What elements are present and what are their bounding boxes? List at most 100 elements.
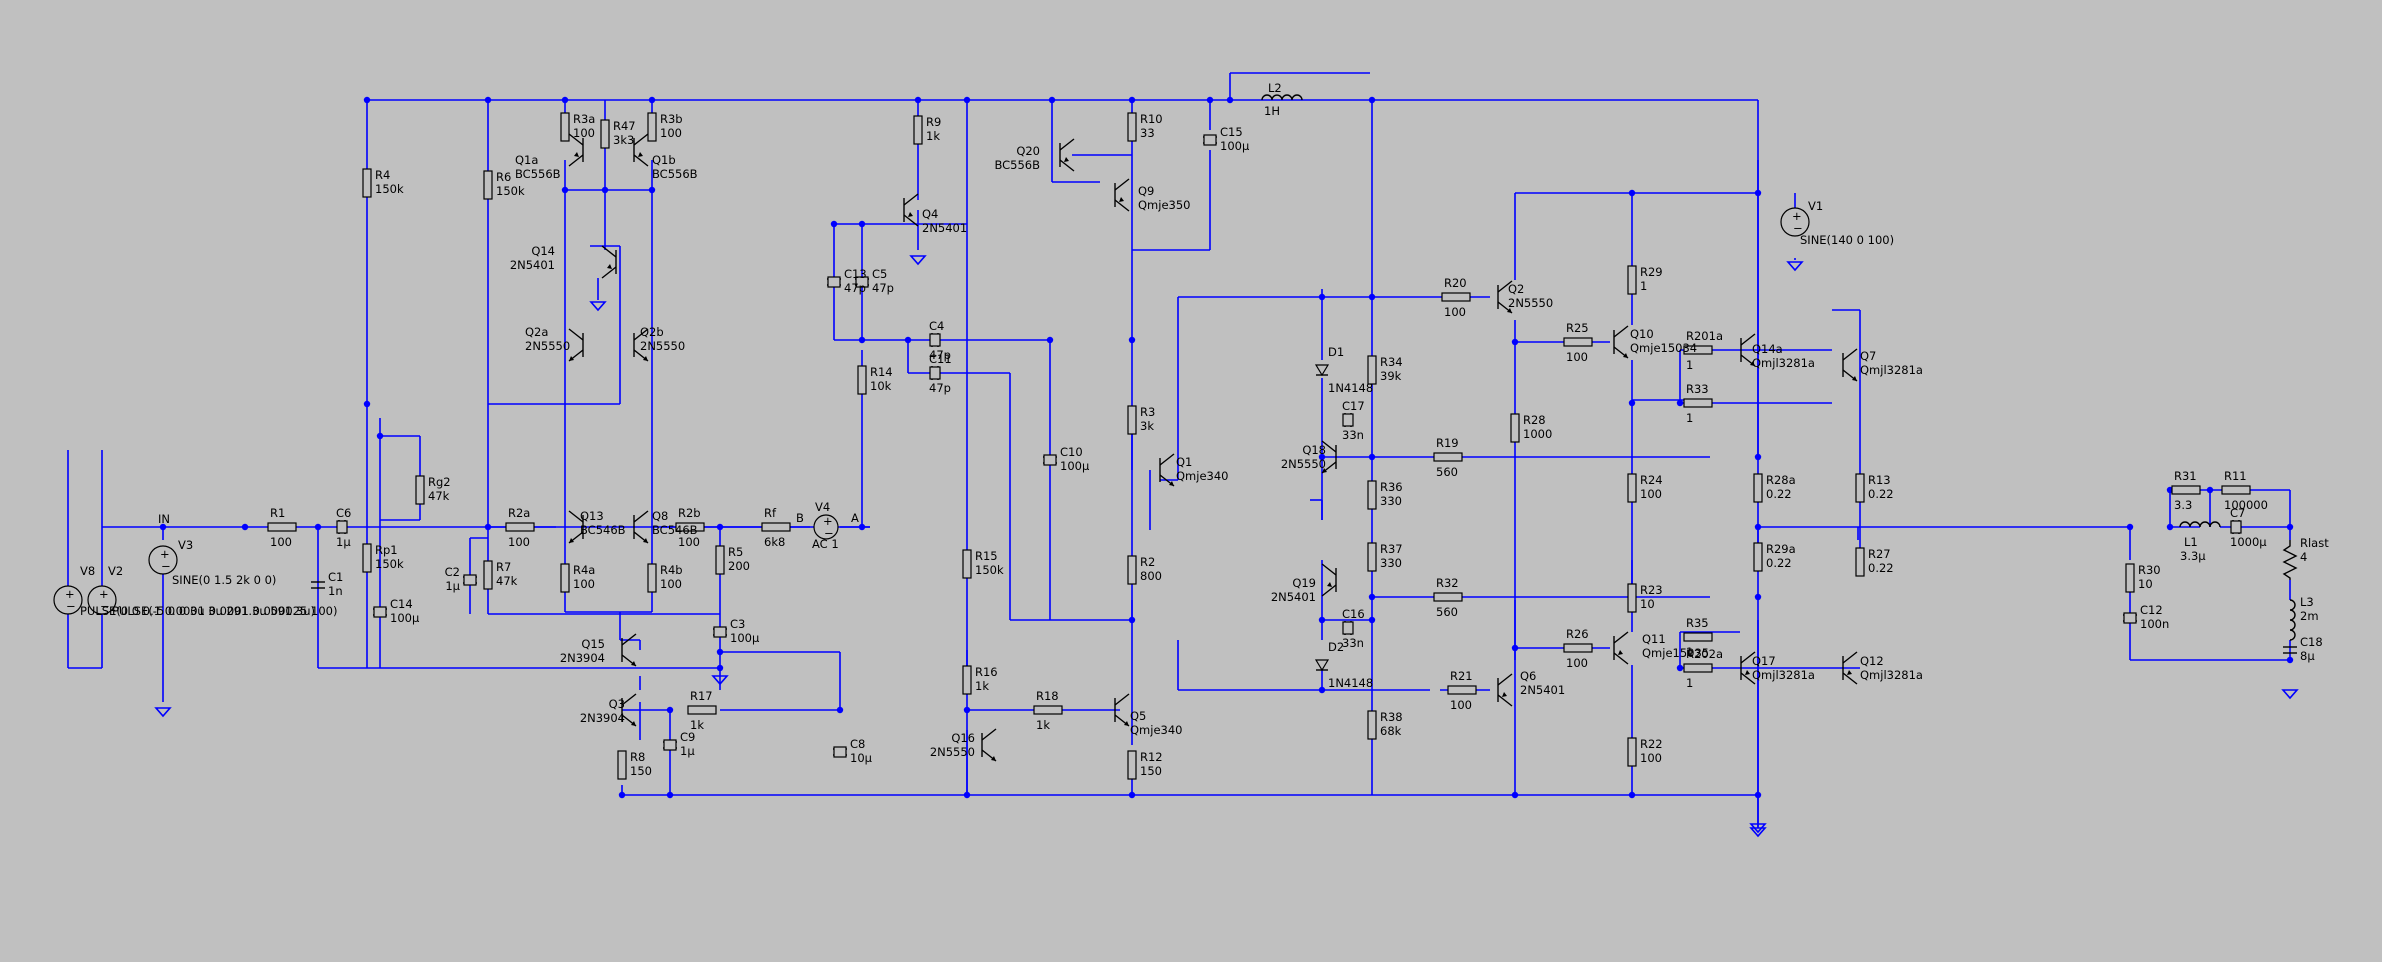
resistor-r38-label: R38 [1380,710,1403,724]
resistor-r14 [857,365,867,395]
capacitor-body [463,574,477,586]
source-v1: +− [1780,207,1810,237]
transistor-emitter [903,214,919,227]
resistor-r30-label: R30 [2138,563,2161,577]
resistor-r24 [1627,473,1637,503]
resistor-r23 [1627,583,1637,613]
transistor-q13-type: BC546B [580,523,626,537]
resistor-body [617,750,627,780]
source-v8-label: V8 [80,564,95,578]
capacitor-body [373,606,387,618]
capacitor-c18-value: 8µ [2300,649,2315,663]
capacitor-c11-label: C11 [929,352,952,366]
transistor-emitter [1740,672,1756,685]
net-label-b: B [796,511,804,525]
resistor-r4b [647,563,657,593]
junction-dot [2206,486,2214,494]
transistor-q6 [1497,673,1513,707]
junction-dot [1046,336,1054,344]
resistor-body [267,522,297,532]
resistor-r16-value: 1k [975,679,989,693]
resistor-r28-label: R28 [1523,413,1546,427]
inductor-l2-value: 1H [1264,104,1280,118]
transistor-arrow [1507,308,1512,313]
capacitor-c6 [336,520,348,534]
resistor-r25 [1563,337,1593,347]
resistor-r14-value: 10k [870,379,892,393]
capacitor-c4-value: 47p [929,348,951,362]
capacitor-c1-value: 1n [328,584,343,598]
inductor-coil [2179,521,2221,528]
transistor-q4-type: 2N5401 [922,221,967,235]
resistor-r18-label: R18 [1036,689,1059,703]
transistor-arrow [991,756,996,761]
source-v3-value: SINE(0 1.5 2k 0 0) [172,573,276,587]
diode-d1 [1314,364,1330,377]
capacitor-body [2123,612,2137,624]
resistor-r6 [483,170,493,200]
diode-d1-value: 1N4148 [1328,381,1373,395]
resistor-body [1855,547,1865,577]
resistor-r35-value: 1 [1686,645,1693,659]
junction-dot [716,664,724,672]
resistor-r38-value: 68k [1380,724,1402,738]
transistor-q2b-label: Q2b [640,325,664,339]
transistor-collector [1842,651,1858,664]
transistor-collector [1321,563,1337,576]
resistor-r29a [1753,542,1763,572]
capacitor-c5-label: C5 [872,267,887,281]
transistor-q5-label: Q5 [1130,709,1146,723]
junction-dot [2286,523,2294,531]
transistor-q18-label: Q18 [1302,443,1326,457]
resistor-r29a-label: R29a [1766,542,1796,556]
resistor-r15-label: R15 [975,549,998,563]
resistor-r11 [2221,485,2251,495]
transistor-q2a-label: Q2a [525,325,548,339]
capacitor-c3-label: C3 [730,617,745,631]
junction-dot [1511,338,1519,346]
transistor-emitter [1059,159,1075,172]
junction-dot [363,96,371,104]
junction-dot [963,706,971,714]
transistor-q17 [1740,651,1756,685]
resistor-r32 [1433,592,1463,602]
resistor-r6-label: R6 [496,170,511,184]
transistor-arrow [643,356,648,361]
resistor-r26 [1563,643,1593,653]
inductor [1261,94,1303,101]
resistor-r5-value: 200 [728,559,750,573]
plus-sign: + [99,587,109,601]
resistor-r20 [1441,292,1471,302]
transistor-arrow [631,661,636,666]
resistor-r34 [1367,355,1377,385]
transistor-emitter [1114,199,1130,212]
resistor-body [2125,563,2135,593]
transistor-emitter [633,154,649,167]
transistor-collector [1740,333,1756,346]
net-label-in: IN [158,512,170,526]
resistor-r3b-label: R3b [660,112,683,126]
resistor-r8 [617,750,627,780]
junction-dot [963,791,971,799]
inductor-l1-label: L1 [2184,535,2198,549]
resistor-body [1627,583,1637,613]
junction-dot [1226,96,1234,104]
net-label-a: A [851,511,859,525]
capacitor-c6-label: C6 [336,506,351,520]
resistor-r31-label: R31 [2174,469,2197,483]
transistor-q4 [903,193,919,227]
transistor-arrow [569,538,574,543]
capacitor-c7 [2230,520,2242,534]
transistor-collector [568,510,584,523]
resistor-r22-value: 100 [1640,751,1662,765]
ground-symbol [589,301,607,312]
resistor-r3 [1127,405,1137,435]
resistor-r29a-value: 0.22 [1766,556,1792,570]
resistor-body [675,522,705,532]
transistor-q10-type: Qmje15034 [1630,341,1697,355]
resistor-body [1563,337,1593,347]
capacitor-c16 [1342,621,1354,635]
transistor-q1 [1159,453,1175,487]
transistor-q14a-type: Qmjl3281a [1752,356,1815,370]
source-v4-value: AC 1 [812,537,839,551]
